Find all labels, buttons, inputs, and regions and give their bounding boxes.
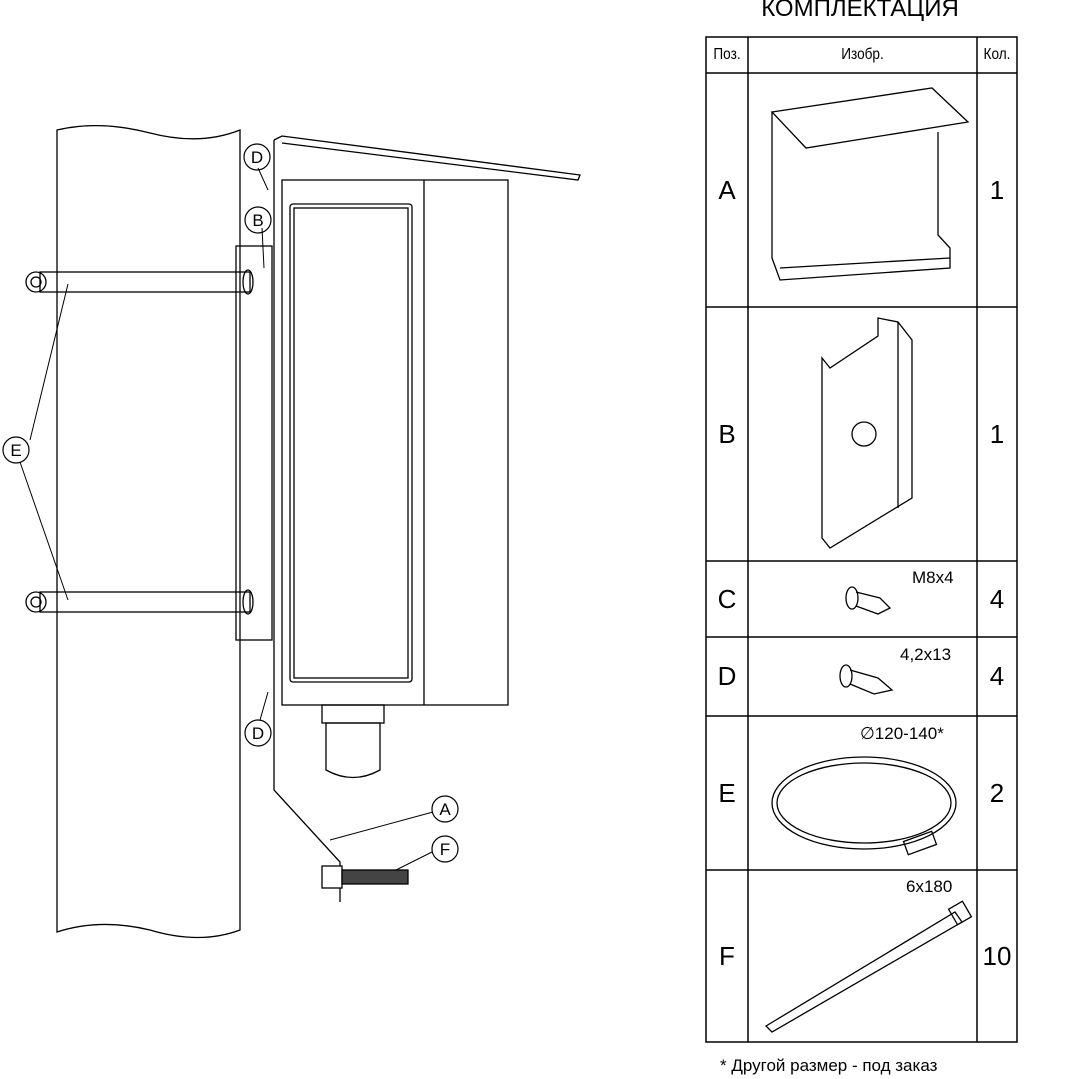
clamp-e-drawing [25,269,254,615]
mounting-plate-icon [821,317,913,549]
row-d-qty: 4 [989,661,1005,691]
row-b-pos: B [718,418,736,449]
callout-f: F [440,840,450,859]
callout-a: A [439,800,451,819]
header-pos: Поз. [713,46,741,63]
self-tapping-screw-icon [839,664,894,695]
cable-tie-icon [764,900,973,1033]
row-a-pos: A [718,174,736,205]
canopy-bracket-icon [770,87,970,281]
row-e-size: ∅120-140* [860,724,944,743]
hose-clamp-icon [771,756,957,856]
bolt-f-drawing [321,865,409,889]
row-e-pos: E [718,777,736,808]
callout-d-bottom: D [252,724,264,743]
row-c-size: M8x4 [912,568,954,587]
row-d-pos: D [717,661,737,691]
row-b-qty: 1 [989,418,1005,449]
pole-drawing [56,125,241,939]
callout-b: B [252,211,263,230]
row-d-size: 4,2x13 [900,645,952,664]
row-e-qty: 2 [989,777,1005,808]
row-c-pos: C [717,583,737,614]
row-f-pos: F [719,940,735,971]
callout-circles [2,143,459,863]
callout-e: E [10,441,21,460]
screw-icon [845,586,892,615]
parts-table-grid [705,36,1018,1043]
header-image: Изобр. [841,46,884,63]
row-a-qty: 1 [989,174,1005,205]
header-qty: Кол. [983,46,1011,63]
plate-b-drawing [235,245,273,641]
enclosure-drawing [281,179,509,779]
kit-title: КОМПЛЕКТАЦИЯ [761,0,959,22]
row-f-size: 6x180 [906,877,953,896]
callout-d-top: D [251,148,263,167]
canopy-a-drawing [273,140,341,902]
footnote: * Другой размер - под заказ [720,1056,938,1075]
row-c-qty: 4 [989,583,1005,614]
row-f-qty: 10 [982,940,1012,971]
